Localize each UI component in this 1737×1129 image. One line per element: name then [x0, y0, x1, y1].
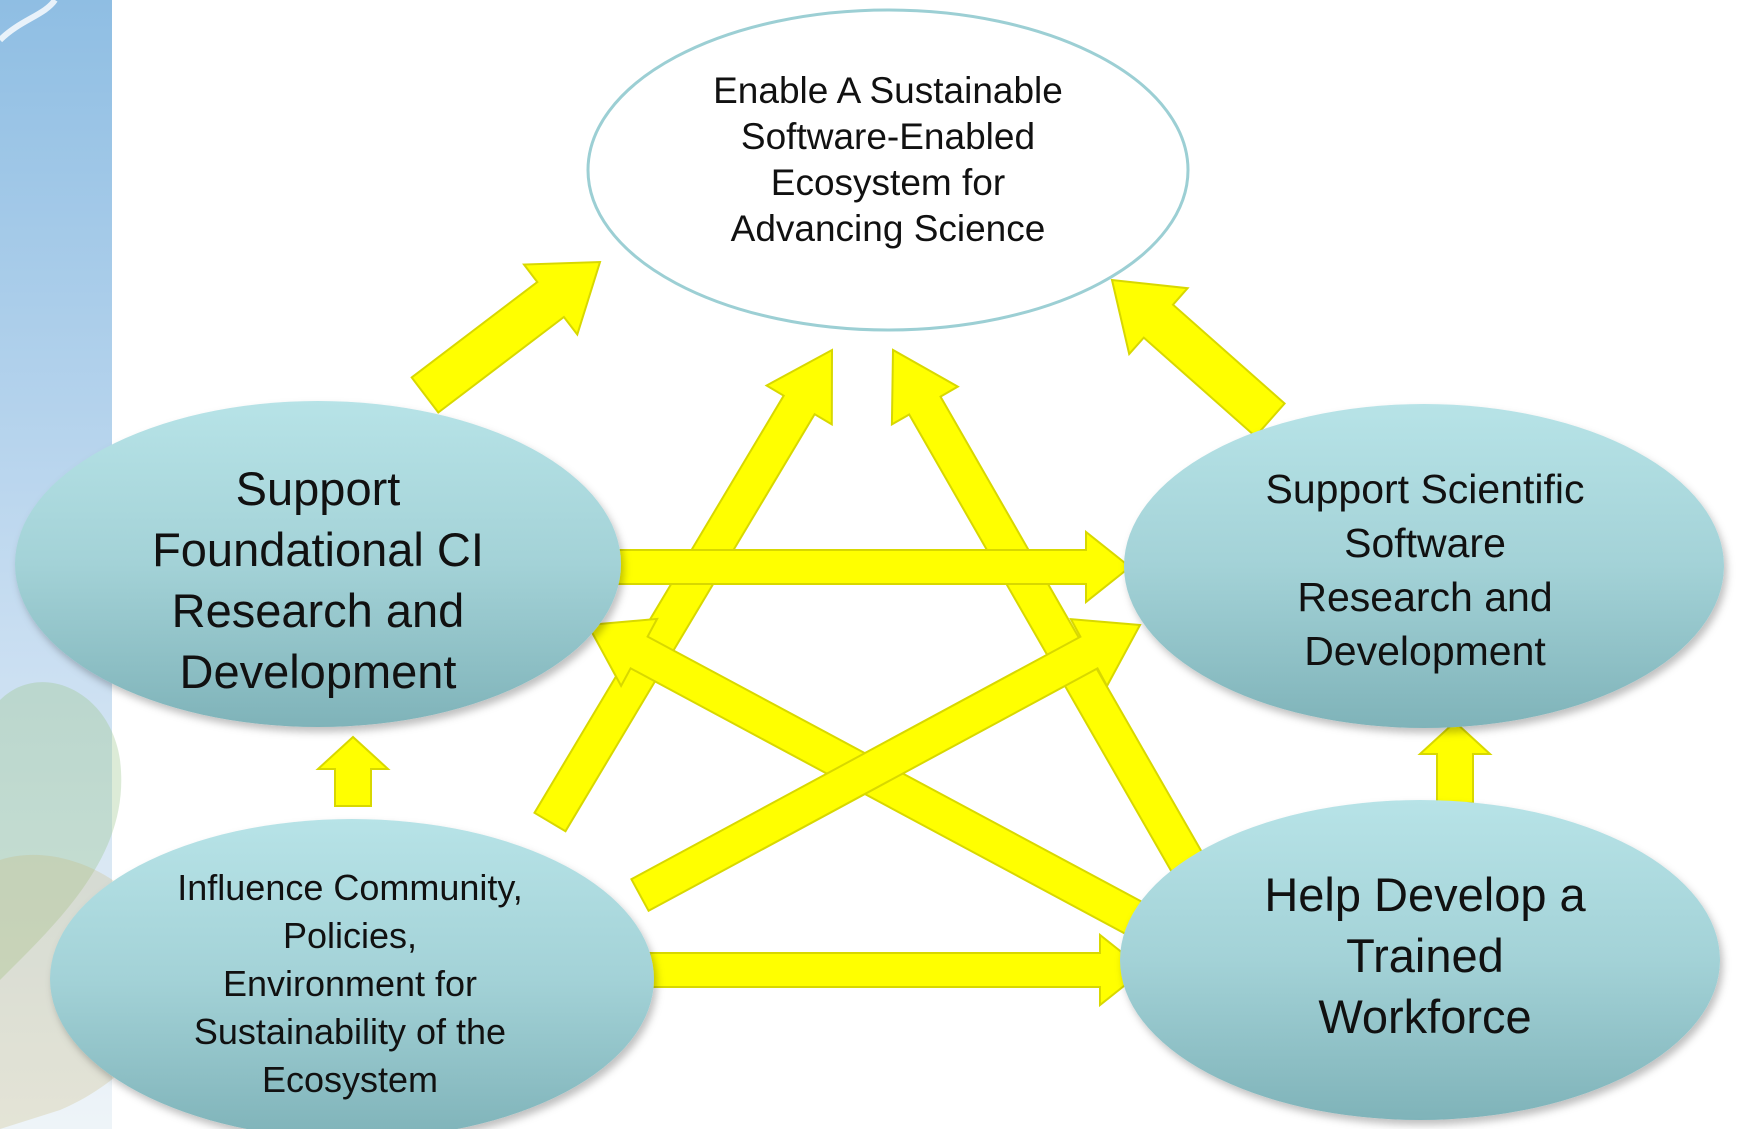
arrow-scientific-to-goal	[1110, 278, 1287, 438]
goal-label: Enable A Sustainable Software-Enabled Ec…	[713, 70, 1063, 249]
workforce-label: Help Develop a Trained Workforce	[1264, 867, 1586, 1043]
influence-ellipse	[50, 819, 654, 1129]
leaf-decoration	[0, 682, 122, 980]
arrow-foundational-to-scientific	[614, 529, 1132, 605]
foundational-label: Support Foundational CI Research and Dev…	[152, 462, 484, 698]
swirl-decoration	[0, 0, 58, 43]
arrow-influence-to-scientific	[630, 617, 1142, 913]
arrow-layer	[315, 260, 1493, 1008]
workforce-ellipse	[1120, 800, 1720, 1120]
foundational-ellipse	[15, 401, 621, 727]
arrow-influence-to-foundational	[315, 735, 391, 807]
influence-label: Influence Community, Policies, Environme…	[177, 867, 523, 1100]
scientific-label: Support Scientific Software Research and…	[1265, 466, 1585, 674]
arrow-workforce-to-scientific	[1417, 720, 1493, 804]
arrow-influence-to-workforce	[649, 932, 1146, 1008]
arrow-influence-to-goal	[533, 348, 834, 833]
arrow-foundational-to-goal	[410, 260, 602, 414]
scientific-ellipse	[1124, 404, 1724, 728]
arrow-workforce-to-goal	[890, 348, 1217, 896]
goal-ellipse	[586, 8, 1190, 332]
